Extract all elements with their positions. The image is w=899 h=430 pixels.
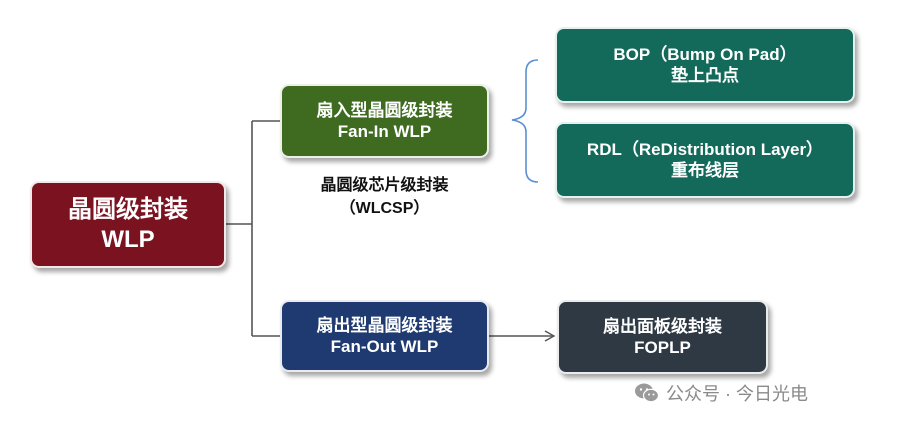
wlp-root-abbr: WLP xyxy=(101,225,155,253)
rdl-subtitle: 重布线层 xyxy=(671,161,739,180)
fan-in-abbr: Fan-In WLP xyxy=(337,122,432,141)
rdl-box: RDL（ReDistribution Layer） 重布线层 xyxy=(555,122,855,198)
rdl-title: RDL（ReDistribution Layer） xyxy=(586,139,824,159)
foplp-abbr: FOPLP xyxy=(634,338,691,357)
fan-out-abbr: Fan-Out WLP xyxy=(330,337,439,356)
watermark-text: 公众号 · 今日光电 xyxy=(666,384,808,404)
fan-in-wlp-box: 扇入型晶圆级封装 Fan-In WLP xyxy=(280,84,489,158)
fan-out-title: 扇出型晶圆级封装 xyxy=(316,315,453,335)
bop-title: BOP（Bump On Pad） xyxy=(613,44,797,64)
wlcsp-caption-line2: （WLCSP） xyxy=(339,200,430,218)
wlp-root-box: 晶圆级封装 WLP xyxy=(30,181,226,268)
bop-subtitle: 垫上凸点 xyxy=(671,66,739,85)
foplp-box: 扇出面板级封装 FOPLP xyxy=(557,300,768,374)
foplp-title: 扇出面板级封装 xyxy=(603,316,722,336)
bop-box: BOP（Bump On Pad） 垫上凸点 xyxy=(555,27,855,103)
wlcsp-caption: 晶圆级芯片级封装 （WLCSP） xyxy=(280,174,489,220)
watermark: 公众号 · 今日光电 xyxy=(634,380,808,406)
fan-out-wlp-box: 扇出型晶圆级封装 Fan-Out WLP xyxy=(280,300,489,372)
wechat-icon xyxy=(635,383,660,403)
curly-brace xyxy=(511,59,539,183)
wlcsp-caption-line1: 晶圆级芯片级封装 xyxy=(320,177,449,194)
arrowhead xyxy=(544,330,556,342)
fan-in-title: 扇入型晶圆级封装 xyxy=(316,100,453,120)
wlp-root-title: 晶圆级封装 xyxy=(68,195,188,223)
